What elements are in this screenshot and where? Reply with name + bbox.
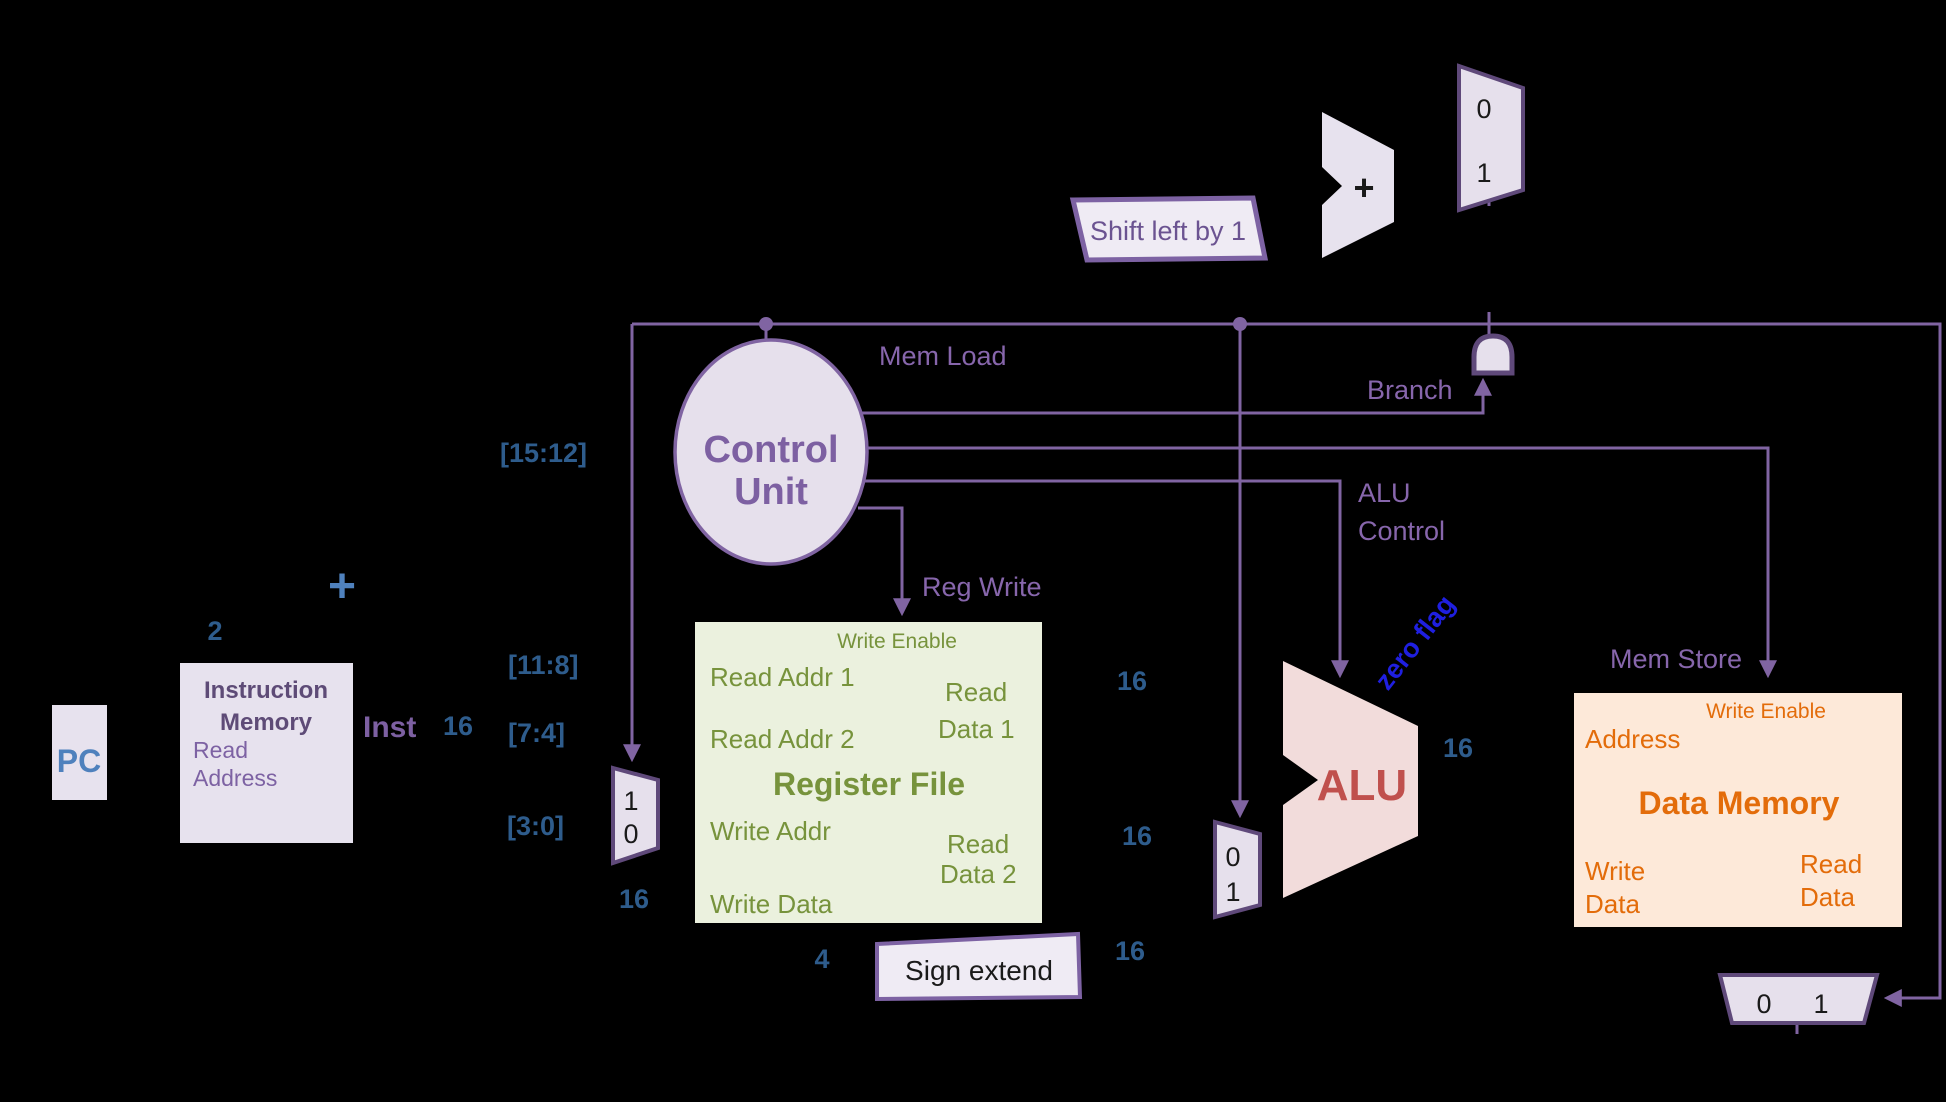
instruction-memory-read-port-1: Read xyxy=(193,737,248,763)
sign-extend-label: Sign extend xyxy=(905,955,1053,986)
data-memory-write-data-1: Write xyxy=(1585,856,1645,886)
read-data-1-width: 16 xyxy=(1117,666,1147,696)
reg-dst-mux-input-0: 0 xyxy=(623,819,638,849)
instruction-memory-block xyxy=(180,663,353,843)
inst-bus-label: Inst xyxy=(363,711,416,744)
reg-dst-mux-out-width: 16 xyxy=(619,884,649,914)
sign-extend-in-width: 4 xyxy=(814,944,829,974)
junction-dot-control-unit xyxy=(759,317,773,331)
pc-label: PC xyxy=(57,743,101,779)
alu-out-width: 16 xyxy=(1443,733,1473,763)
register-file-read-addr-2: Read Addr 2 xyxy=(710,724,855,754)
bit-slice-15-12: [15:12] xyxy=(500,438,587,468)
sign-extend-out-width: 16 xyxy=(1115,936,1145,966)
branch-adder-plus: + xyxy=(1353,167,1374,208)
bit-slice-3-0: [3:0] xyxy=(507,811,564,841)
shift-left-block xyxy=(1069,195,1269,263)
alu-control-label-2: Control xyxy=(1358,516,1445,546)
pc-register-block xyxy=(52,705,107,800)
register-file-read-data-1a: Read xyxy=(945,677,1007,707)
pc-src-mux-input-0: 0 xyxy=(1476,94,1491,124)
alu-label: ALU xyxy=(1317,761,1407,810)
data-memory-read-data-2: Data xyxy=(1800,882,1855,912)
branch-label: Branch xyxy=(1367,375,1453,405)
register-file-title: Register File xyxy=(773,766,965,802)
instruction-memory-title-2: Memory xyxy=(220,709,313,736)
register-file-read-data-2a: Read xyxy=(947,829,1009,859)
mem-load-label: Mem Load xyxy=(879,341,1007,371)
reg-dst-mux-input-1: 1 xyxy=(623,786,638,816)
alu-block xyxy=(1283,661,1418,898)
bit-slice-11-8: [11:8] xyxy=(508,650,579,680)
alu-control-label-1: ALU xyxy=(1358,478,1411,508)
inst-bus-width: 16 xyxy=(443,711,473,741)
mem-store-label: Mem Store xyxy=(1610,644,1742,674)
shift-left-label: Shift left by 1 xyxy=(1090,216,1246,246)
mem-to-reg-mux-input-0: 0 xyxy=(1756,989,1771,1019)
register-file-block xyxy=(695,622,1042,923)
register-file-write-enable: Write Enable xyxy=(837,630,957,653)
control-unit-title-1: Control xyxy=(703,429,838,471)
alu-src-mux-input-1: 1 xyxy=(1225,877,1240,907)
wire-mem-load-trunk xyxy=(632,322,1942,1007)
wire-alu-control-signal xyxy=(861,479,1349,679)
junction-dot-alusrc xyxy=(1233,317,1247,331)
pc-src-mux-input-1: 1 xyxy=(1476,158,1491,188)
instruction-memory-title-1: Instruction xyxy=(204,677,328,704)
sign-extend-block xyxy=(875,931,1083,1002)
branch-adder-block xyxy=(1322,112,1394,258)
read-data-2-width: 16 xyxy=(1122,821,1152,851)
reg-dst-mux xyxy=(611,765,660,866)
wire-reg-write-signal xyxy=(858,506,911,617)
pc-adder-plus: + xyxy=(328,560,356,613)
mem-to-reg-mux-input-1: 1 xyxy=(1813,989,1828,1019)
data-memory-write-data-2: Data xyxy=(1585,889,1640,919)
register-file-write-addr: Write Addr xyxy=(710,816,831,846)
data-memory-title: Data Memory xyxy=(1639,785,1840,821)
alu-src-mux xyxy=(1213,819,1262,920)
bit-slice-7-4: [7:4] xyxy=(508,718,565,748)
mem-to-reg-mux xyxy=(1717,973,1880,1025)
data-memory-address: Address xyxy=(1585,724,1680,754)
alu-src-mux-input-0: 0 xyxy=(1225,842,1240,872)
wire-mem-store-signal xyxy=(862,446,1777,679)
pc-src-mux xyxy=(1457,63,1525,213)
branch-and-gate xyxy=(1471,333,1515,376)
data-memory-write-enable: Write Enable xyxy=(1706,700,1826,723)
data-memory-block xyxy=(1574,693,1902,927)
register-file-read-data-1b: Data 1 xyxy=(938,714,1015,744)
register-file-write-data: Write Data xyxy=(710,889,833,919)
wire-branch-signal xyxy=(857,377,1492,415)
control-unit-title-2: Unit xyxy=(734,471,808,513)
control-unit-block xyxy=(673,338,869,566)
pc-adder-increment-width: 2 xyxy=(207,616,222,646)
instruction-memory-read-port-2: Address xyxy=(193,765,277,791)
register-file-read-data-2b: Data 2 xyxy=(940,859,1017,889)
reg-write-label: Reg Write xyxy=(922,572,1042,602)
data-memory-read-data-1: Read xyxy=(1800,849,1862,879)
register-file-read-addr-1: Read Addr 1 xyxy=(710,662,855,692)
